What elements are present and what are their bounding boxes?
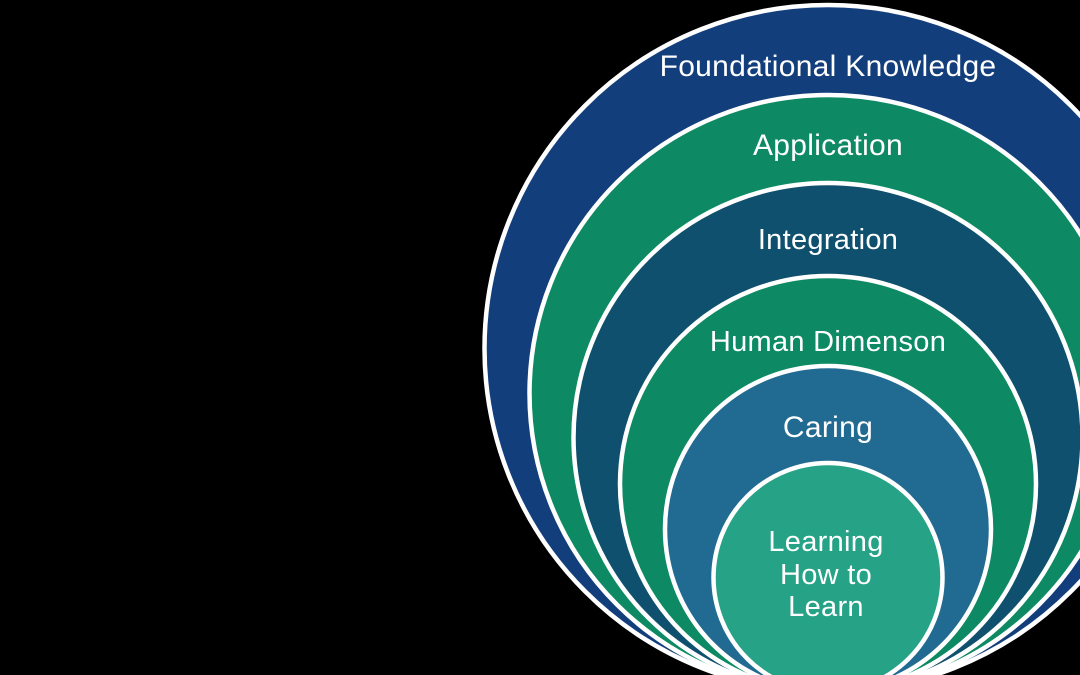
label-caring: Caring: [783, 411, 873, 444]
label-human-dimension: Human Dimenson: [710, 326, 946, 358]
ring-learning-how-to-learn: [711, 460, 945, 675]
label-application: Application: [753, 129, 903, 162]
label-integration: Integration: [758, 224, 898, 256]
label-learning-line-3: Learn: [788, 591, 864, 623]
label-learning-line-1: Learning: [768, 526, 883, 558]
label-foundational-knowledge: Foundational Knowledge: [660, 50, 997, 83]
label-learning-line-2: How to: [780, 559, 872, 591]
